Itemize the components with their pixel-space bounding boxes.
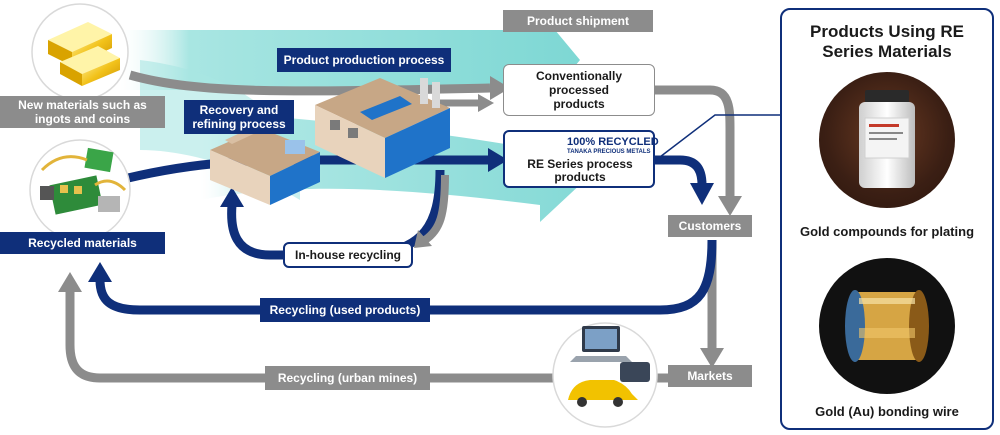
conventional-products-box: Conventionally processed products xyxy=(503,64,655,116)
gold-ingots-icon xyxy=(31,3,129,101)
arrow-ingots-to-conventional xyxy=(128,70,491,96)
markets-label: Markets xyxy=(668,365,752,387)
inhouse-recycling-box: In-house recycling xyxy=(283,242,413,268)
production-factory-icon xyxy=(315,78,450,178)
refining-factory-icon xyxy=(210,126,320,205)
recycling-used-label: Recycling (used products) xyxy=(260,298,430,322)
re-badge-sub: TANAKA PRECIOUS METALS xyxy=(567,149,651,155)
arrow-recycling-used xyxy=(95,239,717,315)
re-series-label: RE Series process products xyxy=(527,157,633,184)
product-shipment-label: Product shipment xyxy=(503,10,653,32)
product1-caption: Gold compounds for plating xyxy=(799,224,975,239)
arrow-recycling-urban xyxy=(65,290,712,383)
panel-title: Products Using RE Series Materials xyxy=(810,22,964,61)
re-series-products-box: 100% RECYCLED TANAKA PRECIOUS METALS RE … xyxy=(503,130,659,188)
bonding-wire-image xyxy=(819,258,955,394)
recycling-urban-label: Recycling (urban mines) xyxy=(265,366,430,390)
recycled-materials-label: Recycled materials xyxy=(0,232,165,254)
customers-label: Customers xyxy=(668,215,752,237)
new-materials-label: New materials such as ingots and coins xyxy=(0,96,165,128)
production-process-label: Product production process xyxy=(277,48,451,72)
plating-bottle-image xyxy=(819,72,955,208)
re-products-panel: Products Using RE Series Materials Gold … xyxy=(780,8,994,430)
devices-car-icon xyxy=(552,322,658,428)
electronic-parts-icon xyxy=(29,139,131,241)
re-badge-main: 100% RECYCLED xyxy=(567,136,659,148)
product2-caption: Gold (Au) bonding wire xyxy=(815,404,959,419)
recovery-refining-label: Recovery and refining process xyxy=(184,100,294,134)
